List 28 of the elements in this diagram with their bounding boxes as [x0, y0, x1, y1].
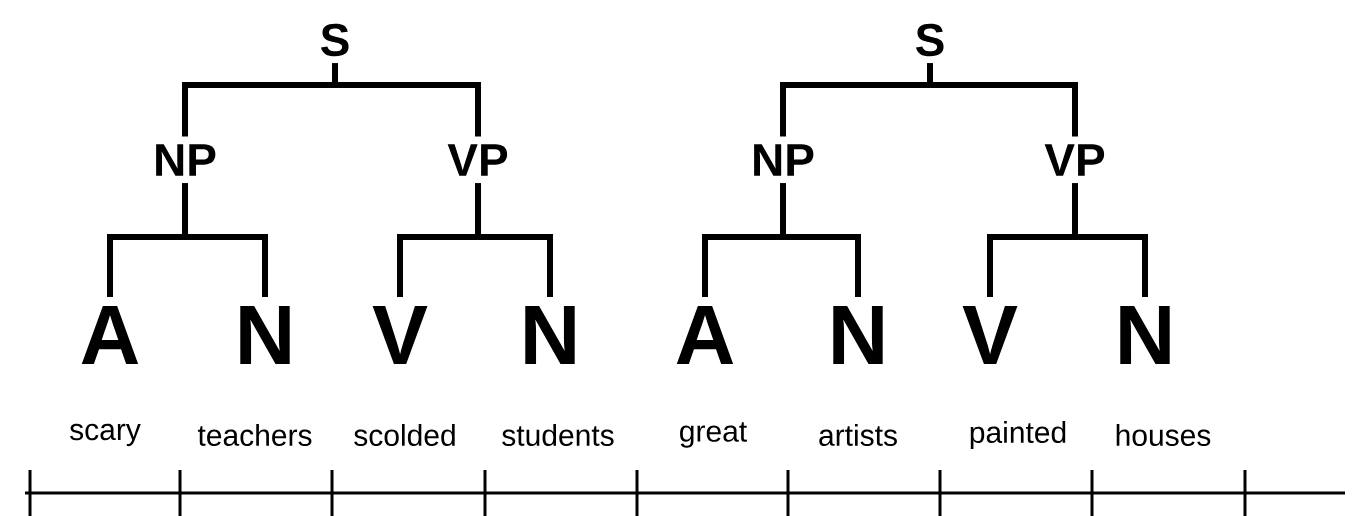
- word-label: great: [680, 422, 747, 448]
- category-label: S: [321, 23, 349, 57]
- tree-branch: [332, 63, 481, 137]
- tree-branch: [182, 183, 268, 298]
- tree-branch: [475, 183, 553, 298]
- category-label: A: [81, 306, 139, 364]
- word-label: painted: [970, 421, 1066, 449]
- category-label: V: [372, 306, 428, 364]
- category-label: S: [916, 23, 944, 57]
- category-label: NP: [754, 144, 814, 176]
- category-label: VP: [1044, 144, 1105, 176]
- word-label: teachers: [197, 424, 312, 446]
- word-label: students: [502, 424, 614, 446]
- tree-branch: [927, 63, 1078, 137]
- category-label: NP: [156, 144, 216, 176]
- word-label: artists: [819, 424, 897, 446]
- word-label: scary: [70, 423, 141, 447]
- category-label: V: [962, 306, 1018, 364]
- tree-branch: [1072, 183, 1148, 298]
- category-label: N: [525, 306, 575, 364]
- category-label: N: [240, 306, 290, 364]
- word-label: scolded: [354, 424, 455, 446]
- category-label: N: [833, 306, 883, 364]
- word-label: houses: [1116, 424, 1211, 446]
- tree-branch: [780, 183, 861, 298]
- category-label: N: [1120, 306, 1170, 364]
- category-label: VP: [447, 144, 508, 176]
- category-label: A: [676, 306, 734, 364]
